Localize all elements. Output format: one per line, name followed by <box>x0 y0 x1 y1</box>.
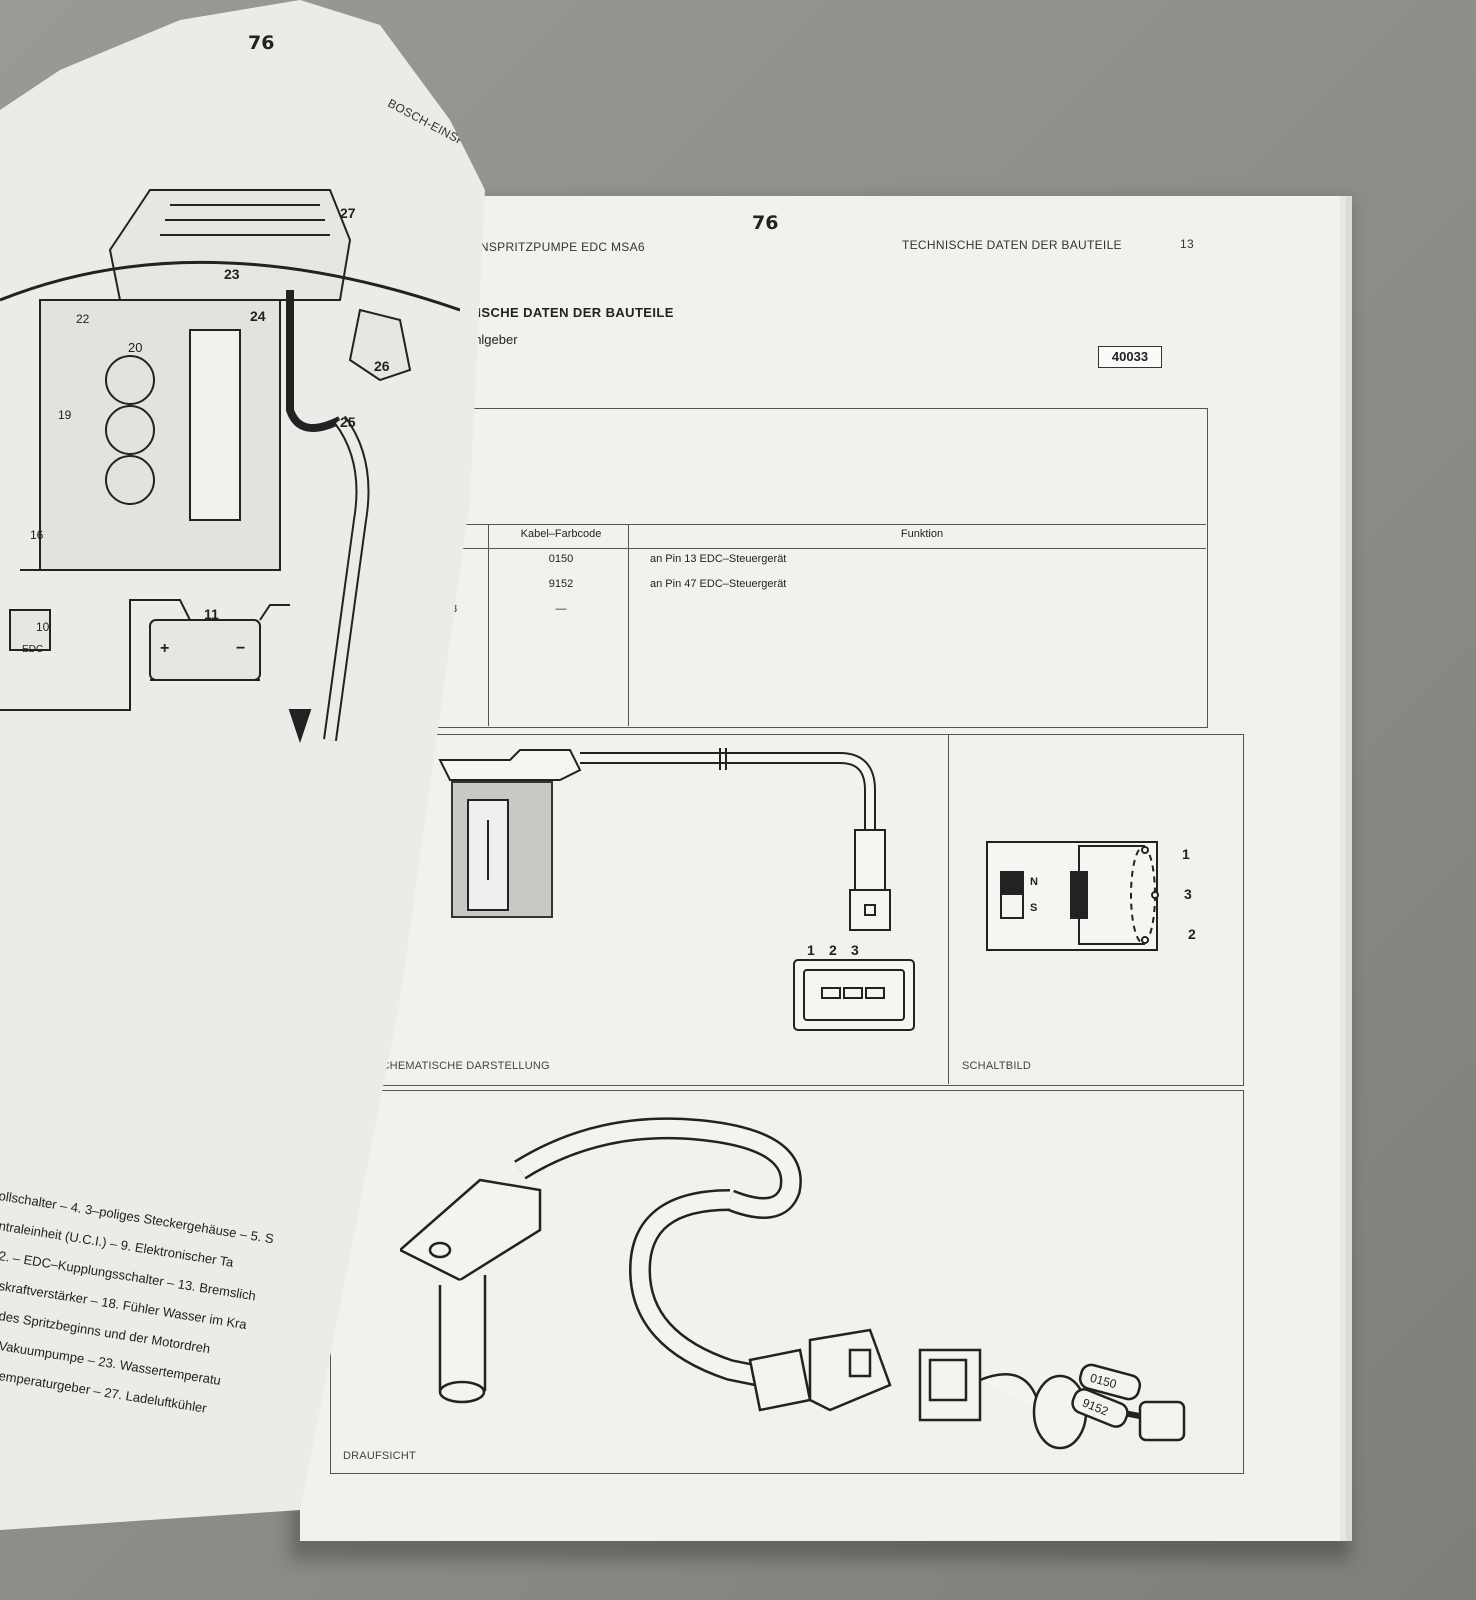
circuit-label-s: S <box>1030 902 1038 914</box>
label-20: 20 <box>128 340 143 355</box>
label-edc: EDC <box>22 644 44 655</box>
connector-pin-1: 1 <box>807 942 815 958</box>
connector-pin-3: 3 <box>851 942 859 958</box>
circuit-label-n: N <box>1030 876 1038 888</box>
cell-function <box>632 596 1212 621</box>
circuit-pin-3: 3 <box>1184 886 1192 902</box>
table-divider <box>418 524 1206 525</box>
col-header-cable: Kabel–Farbcode <box>520 528 602 540</box>
label-23: 23 <box>224 266 240 282</box>
right-header-left: H–EINSPRITZPUMPE EDC MSA6 <box>452 240 645 254</box>
label-26: 26 <box>374 358 390 374</box>
label-25: 25 <box>340 414 356 430</box>
table-row: 2 9152 an Pin 47 EDC–Steuergerät <box>418 571 1212 596</box>
table-header-line <box>418 548 1206 549</box>
cell-function: an Pin 47 EDC–Steuergerät <box>650 577 787 590</box>
sensor-top-view-drawing <box>400 1117 1186 1450</box>
battery-plus: + <box>160 640 170 657</box>
label-11: 11 <box>204 606 219 622</box>
table-col-line-1 <box>488 524 489 726</box>
table-row: 3 — <box>418 596 1212 621</box>
engine-wiring-diagram <box>0 189 460 744</box>
label-22: 22 <box>76 312 90 326</box>
cell-cable: — <box>555 602 567 615</box>
top-view-caption: DRAUFSICHT <box>343 1450 416 1462</box>
right-header-right: TECHNISCHE DATEN DER BAUTEILE <box>902 238 1122 252</box>
circuit-pin-2: 2 <box>1188 926 1196 942</box>
label-24: 24 <box>250 308 266 324</box>
cell-cable: 0150 <box>548 552 574 565</box>
label-19: 19 <box>58 408 72 422</box>
circuit-diagram <box>986 841 1159 951</box>
label-27: 27 <box>340 205 356 221</box>
schematic-caption: SCHEMATISCHE DARSTELLUNG <box>374 1060 550 1072</box>
connector-pin-2: 2 <box>829 942 837 958</box>
battery-minus: − <box>236 640 246 657</box>
right-header-page: 13 <box>1180 237 1194 251</box>
label-16: 16 <box>30 528 44 542</box>
part-code-box: 40033 <box>1098 346 1162 368</box>
cell-cable: 9152 <box>548 577 574 590</box>
sensor-schematic-drawing <box>438 748 915 1031</box>
pin-table: PIN Kabel–Farbcode Funktion 1 0150 an Pi… <box>418 522 1212 621</box>
table-col-line-2 <box>628 524 629 726</box>
left-page-content: 76 BOSCH-EINSP 27 23 24 22 <box>0 0 485 1530</box>
right-page-number: 76 <box>752 212 779 234</box>
schematic-divider <box>948 734 949 1084</box>
circuit-caption: SCHALTBILD <box>962 1060 1032 1072</box>
left-page-number: 76 <box>248 32 275 54</box>
table-row: 1 0150 an Pin 13 EDC–Steuergerät <box>418 546 1212 571</box>
cell-function: an Pin 13 EDC–Steuergerät <box>650 552 787 565</box>
col-header-function: Funktion <box>900 528 944 540</box>
circuit-pin-1: 1 <box>1182 846 1190 862</box>
section-title: CHNISCHE DATEN DER BAUTEILE <box>448 305 674 320</box>
label-10: 10 <box>36 620 50 634</box>
